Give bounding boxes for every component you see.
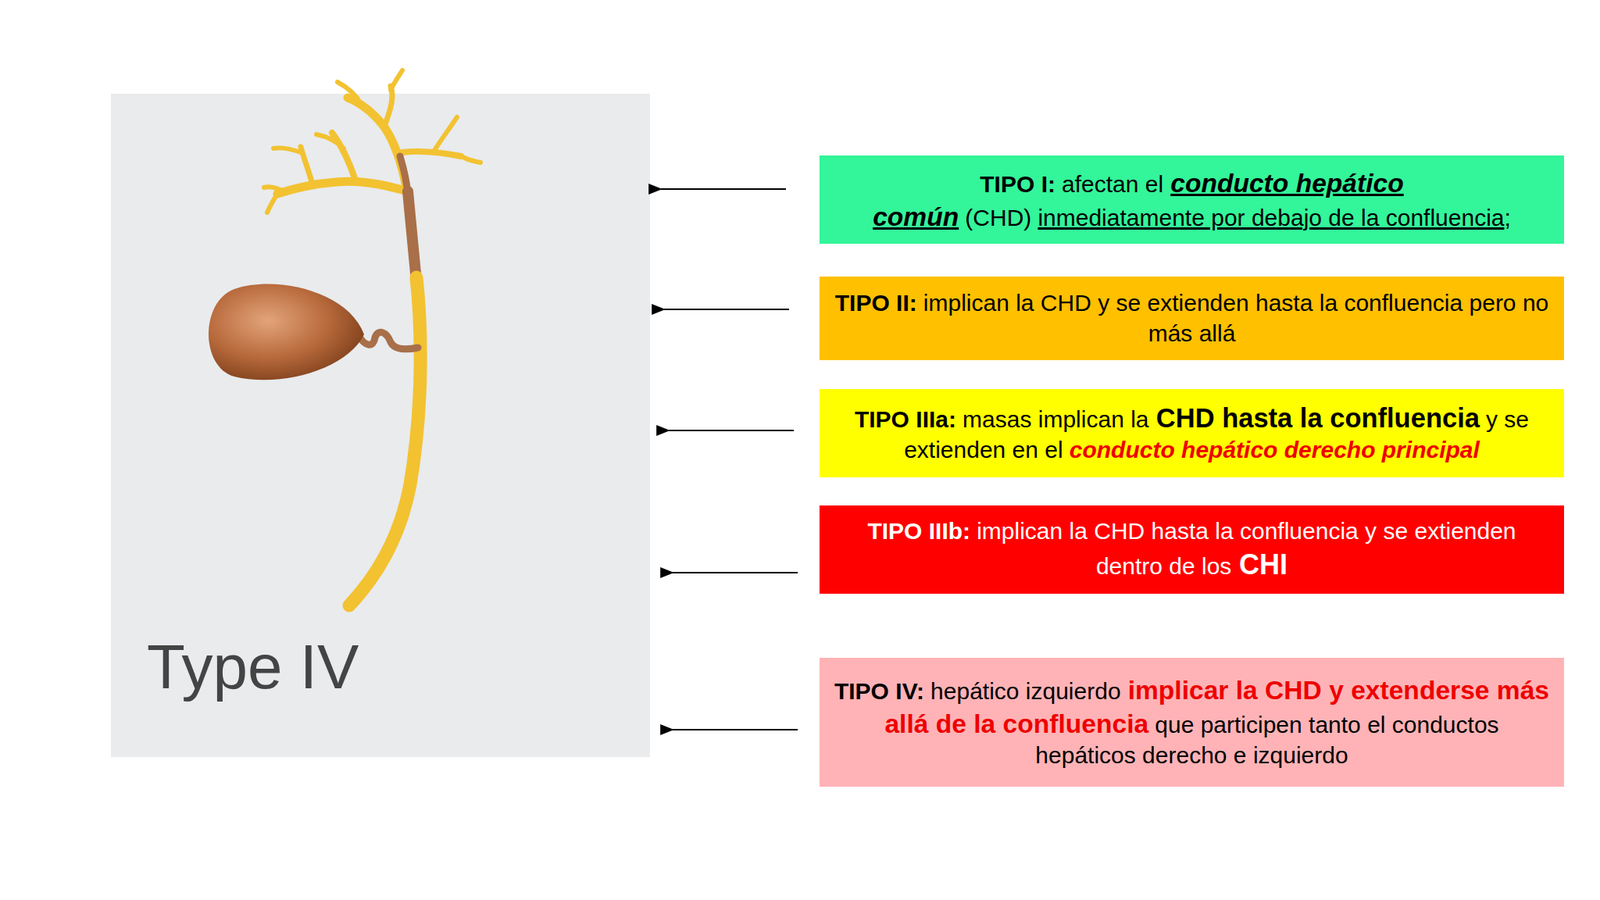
illustration-panel bbox=[110, 93, 650, 758]
pointer-arrows bbox=[660, 189, 798, 730]
type-description: (CHD) bbox=[964, 204, 1032, 231]
type-description: implican la CHD y se extienden hasta la … bbox=[923, 289, 1549, 346]
type-heading: TIPO IV: bbox=[834, 678, 925, 704]
figure-label: Type IV bbox=[146, 631, 359, 704]
box-text: TIPO II:implican la CHD y se extienden h… bbox=[833, 288, 1550, 349]
box-text: TIPO I:afectan elconducto hepático común… bbox=[833, 166, 1550, 234]
box-text: TIPO IIIa:masas implican la CHD hasta la … bbox=[833, 400, 1550, 466]
type-box: TIPO I:afectan elconducto hepático común… bbox=[819, 155, 1565, 244]
type-box: TIPO IV:hepático izquierdoimplicar la CH… bbox=[819, 657, 1565, 787]
type-description: conducto hepático derecho principal bbox=[1069, 436, 1480, 463]
type-heading: TIPO IIIa: bbox=[854, 406, 957, 433]
type-description: afectan el bbox=[1061, 171, 1164, 197]
type-description: hepático izquierdo bbox=[930, 678, 1122, 704]
type-heading: TIPO IIIb: bbox=[867, 517, 971, 544]
box-text: TIPO IIIb:implican la CHD hasta la confl… bbox=[833, 516, 1550, 583]
type-heading: TIPO I: bbox=[979, 171, 1056, 197]
type-description: CHD hasta la confluencia bbox=[1156, 403, 1480, 433]
box-text: TIPO IV:hepático izquierdoimplicar la CH… bbox=[833, 673, 1550, 771]
pointer-arrow bbox=[672, 571, 798, 574]
pointer-arrow bbox=[664, 308, 790, 311]
type-description: inmediatamente por debajo de la confluen… bbox=[1037, 204, 1504, 231]
type-description: masas implican la bbox=[962, 406, 1149, 433]
gallbladder bbox=[208, 284, 365, 381]
type-description: ; bbox=[1503, 204, 1511, 231]
pointer-arrow bbox=[660, 188, 786, 190]
pointer-arrow bbox=[668, 429, 794, 432]
type-box: TIPO IIIb:implican la CHD hasta la confl… bbox=[819, 505, 1565, 594]
type-description: CHI bbox=[1239, 548, 1288, 581]
pointer-arrow bbox=[672, 728, 798, 731]
type-box: TIPO IIIa:masas implican la CHD hasta la … bbox=[819, 389, 1565, 478]
type-box: TIPO II:implican la CHD y se extienden h… bbox=[819, 276, 1565, 361]
type-heading: TIPO II: bbox=[835, 289, 918, 316]
